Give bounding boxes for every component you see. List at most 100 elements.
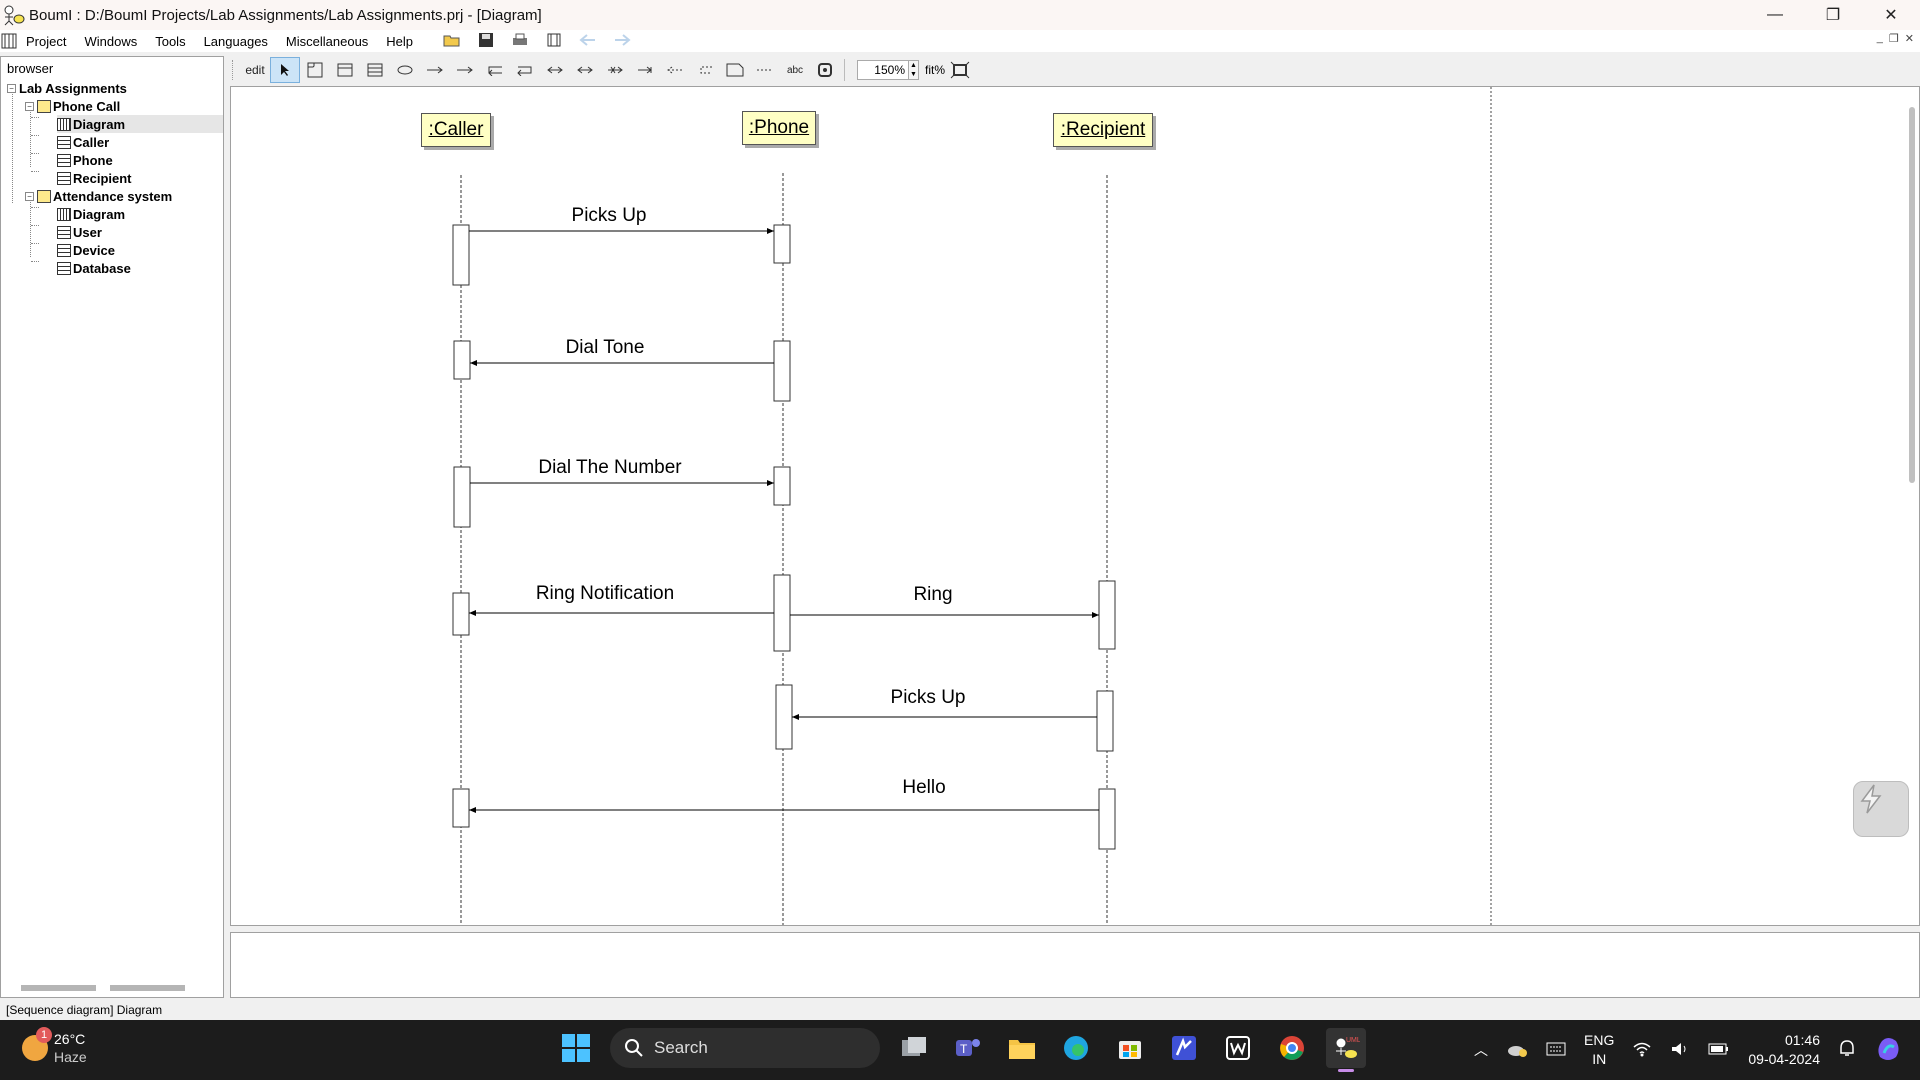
fragment-tool-icon[interactable] xyxy=(300,57,330,83)
edit-button[interactable]: edit xyxy=(245,63,265,77)
collapse-icon[interactable]: − xyxy=(7,83,16,93)
message-label-picks-up[interactable]: Picks Up xyxy=(571,205,647,226)
show-hidden-icons-chevron-icon[interactable]: ︿ xyxy=(1474,1042,1489,1058)
return-message-tool-icon[interactable] xyxy=(480,57,510,83)
tree-item-recipient[interactable]: Recipient xyxy=(57,169,132,187)
diagram-menu-icon[interactable] xyxy=(1,33,17,49)
activation-box xyxy=(775,684,793,750)
message-label-dial-tone[interactable]: Dial Tone xyxy=(565,337,645,358)
mdi-close-icon[interactable]: ✕ xyxy=(1904,33,1914,45)
text-tool-icon[interactable]: abc xyxy=(786,64,804,76)
lifeline-caller[interactable]: :Caller xyxy=(421,113,491,147)
tree-item-user[interactable]: User xyxy=(57,223,102,241)
bouml-taskbar-icon[interactable]: UML xyxy=(1326,1028,1366,1072)
fit-to-window-icon[interactable] xyxy=(945,57,975,83)
activation-box xyxy=(1098,788,1116,850)
microsoft-store-icon[interactable] xyxy=(1110,1028,1150,1068)
open-folder-icon[interactable] xyxy=(442,31,462,49)
tree-item-attendance-diagram[interactable]: Diagram xyxy=(57,205,125,223)
async-message-tool-icon[interactable] xyxy=(450,57,480,83)
tree-item-phone-call-diagram[interactable]: Diagram xyxy=(57,115,223,133)
tree-item-phone[interactable]: Phone xyxy=(57,151,113,169)
task-view-icon[interactable] xyxy=(894,1028,934,1068)
teams-icon[interactable]: T xyxy=(948,1028,988,1068)
copilot-icon[interactable] xyxy=(1874,1035,1902,1066)
title-bar: BoumI : D:/BoumI Projects/Lab Assignment… xyxy=(0,0,1920,30)
fit-percent-label[interactable]: fit% xyxy=(925,63,946,77)
message-label-ring-notification[interactable]: Ring Notification xyxy=(535,583,675,604)
file-explorer-icon[interactable] xyxy=(1002,1028,1042,1068)
volume-icon[interactable] xyxy=(1670,1041,1690,1060)
menu-tools[interactable]: Tools xyxy=(155,33,186,49)
activation-box xyxy=(452,592,470,636)
wifi-icon[interactable] xyxy=(1632,1041,1652,1060)
lifeline-phone[interactable]: :Phone xyxy=(742,111,816,145)
sync-message-tool-icon[interactable] xyxy=(420,57,450,83)
app-m-icon[interactable] xyxy=(1164,1028,1204,1068)
keyboard-icon[interactable] xyxy=(1546,1042,1566,1059)
mdi-minimize-icon[interactable]: _ xyxy=(1876,32,1883,44)
weather-widget[interactable]: 1 26°C Haze xyxy=(22,1027,87,1066)
usecase-tool-icon[interactable] xyxy=(390,57,420,83)
message-label-picks-up-recipient[interactable]: Picks Up xyxy=(890,687,966,708)
onedrive-warning-icon[interactable] xyxy=(1506,1040,1528,1061)
diagram-canvas[interactable]: :Caller :Phone :Recipient Picks Up Dial … xyxy=(230,86,1920,926)
browser-horizontal-scrollbar[interactable] xyxy=(21,985,185,991)
image-tool-icon[interactable] xyxy=(810,57,840,83)
tree-root-lab-assignments[interactable]: − Lab Assignments xyxy=(7,79,127,97)
activation-box xyxy=(453,340,471,380)
menu-languages[interactable]: Languages xyxy=(203,33,268,49)
zoom-spinner[interactable]: ▲▼ xyxy=(909,60,919,80)
clock[interactable]: 01:46 09-04-2024 xyxy=(1748,1031,1820,1069)
language-indicator[interactable]: ENG IN xyxy=(1584,1032,1615,1067)
tree-item-device[interactable]: Device xyxy=(57,241,115,259)
canvas-vertical-scrollbar-thumb[interactable] xyxy=(1909,107,1915,483)
edge-browser-icon[interactable] xyxy=(1056,1028,1096,1068)
self-message-tool-icon[interactable] xyxy=(510,57,540,83)
save-icon[interactable] xyxy=(476,31,496,49)
anchor-tool-icon[interactable] xyxy=(750,57,780,83)
menu-miscellaneous[interactable]: Miscellaneous xyxy=(285,33,369,49)
floating-assistant-icon[interactable] xyxy=(1853,781,1909,837)
lifeline-recipient[interactable]: :Recipient xyxy=(1053,113,1153,147)
menu-windows[interactable]: Windows xyxy=(84,33,138,49)
battery-icon[interactable] xyxy=(1708,1042,1730,1059)
windows-start-icon[interactable] xyxy=(556,1028,596,1068)
tree-item-caller[interactable]: Caller xyxy=(57,133,109,151)
diagram-print-icon[interactable] xyxy=(544,31,564,49)
comment-panel[interactable] xyxy=(230,932,1920,998)
app-w-icon[interactable] xyxy=(1218,1028,1258,1068)
back-arrow-icon[interactable] xyxy=(578,31,598,49)
destruction-tool-icon[interactable] xyxy=(600,57,630,83)
class-tool-icon[interactable] xyxy=(360,57,390,83)
lost-message-tool-icon[interactable] xyxy=(570,57,600,83)
notifications-bell-icon[interactable] xyxy=(1838,1039,1856,1062)
menu-help[interactable]: Help xyxy=(386,33,414,49)
class-instance-tool-icon[interactable] xyxy=(330,57,360,83)
restore-button[interactable]: ❐ xyxy=(1825,7,1841,24)
print-icon[interactable] xyxy=(510,31,530,49)
forward-arrow-icon[interactable] xyxy=(612,31,632,49)
dashed-arrow-tool-icon[interactable] xyxy=(660,57,690,83)
note-tool-icon[interactable] xyxy=(720,57,750,83)
mdi-restore-icon[interactable]: ❐ xyxy=(1888,33,1899,45)
message-label-dial-the-number[interactable]: Dial The Number xyxy=(538,457,682,478)
close-button[interactable]: ✕ xyxy=(1884,7,1898,24)
dashed-return-tool-icon[interactable] xyxy=(690,57,720,83)
found-message-tool-icon[interactable] xyxy=(540,57,570,83)
minimize-button[interactable]: — xyxy=(1767,6,1783,23)
tree-item-database[interactable]: Database xyxy=(57,259,131,277)
toolbar-grip[interactable] xyxy=(232,60,236,80)
menu-project[interactable]: Project xyxy=(26,33,67,49)
tree-package-phone-call[interactable]: − Phone Call xyxy=(25,97,120,115)
message-label-hello[interactable]: Hello xyxy=(902,777,946,798)
chrome-icon[interactable] xyxy=(1272,1028,1312,1068)
select-pointer-icon[interactable] xyxy=(270,57,300,83)
message-label-ring[interactable]: Ring xyxy=(913,584,953,605)
collapse-icon[interactable]: − xyxy=(25,191,34,201)
zoom-input[interactable]: 150% xyxy=(857,60,909,80)
taskbar-search[interactable]: Search xyxy=(610,1028,880,1068)
tree-package-attendance-system[interactable]: − Attendance system xyxy=(25,187,172,205)
continuation-tool-icon[interactable] xyxy=(630,57,660,83)
collapse-icon[interactable]: − xyxy=(25,101,34,111)
